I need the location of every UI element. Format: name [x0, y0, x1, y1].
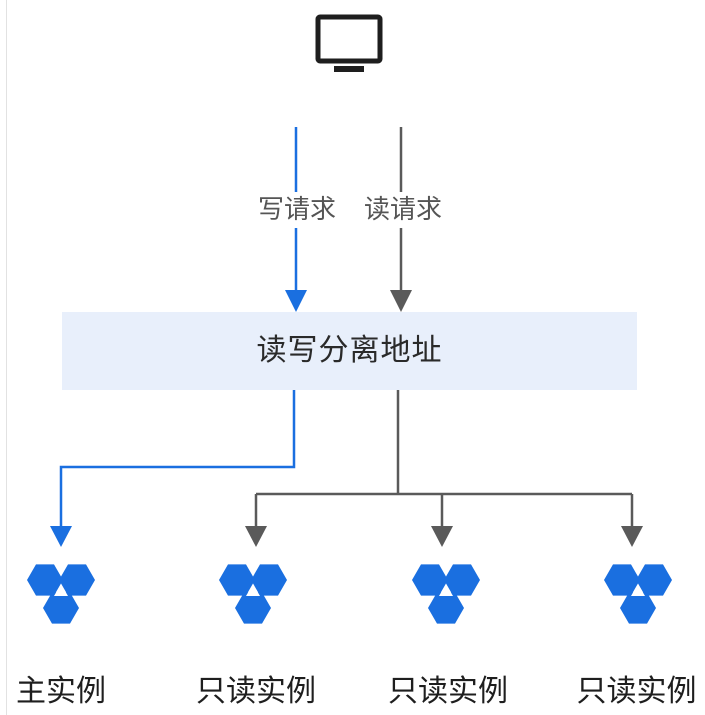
- instance-center-mark: [54, 584, 68, 596]
- instance-hexagon: [412, 564, 448, 596]
- db-instance-icon-2: [412, 564, 480, 624]
- instance-hexagon: [604, 564, 640, 596]
- instance-hexagon: [636, 564, 672, 596]
- instance-center-mark: [246, 584, 260, 596]
- readonly-instance-label-2: 只读实例: [388, 674, 508, 709]
- left-border-line: [6, 0, 7, 715]
- instance-hexagon: [59, 564, 95, 596]
- instance-center-mark: [631, 584, 645, 596]
- read-route-to-readonly: [245, 390, 643, 547]
- readonly-instance-label-3: 只读实例: [576, 674, 697, 709]
- db-instance-icon-0: [27, 564, 95, 624]
- write-request-label: 写请求: [256, 192, 339, 228]
- instance-hexagon: [620, 592, 656, 624]
- primary-instance-label: 主实例: [16, 674, 106, 709]
- instance-hexagon: [428, 592, 464, 624]
- instance-center-mark: [439, 584, 453, 596]
- read-request-label: 读请求: [362, 192, 445, 228]
- instance-hexagon: [27, 564, 63, 596]
- write-route-to-primary: [50, 390, 296, 547]
- instance-hexagon: [219, 564, 255, 596]
- readonly-instance-label-1: 只读实例: [196, 674, 316, 709]
- db-instance-icon-3: [604, 564, 672, 624]
- instance-hexagon: [251, 564, 287, 596]
- monitor-icon: [315, 14, 383, 72]
- proxy-address-label: 读写分离地址: [256, 333, 443, 368]
- db-instance-icon-1: [219, 564, 287, 624]
- proxy-address-box: [62, 312, 637, 390]
- instance-icons: [27, 564, 672, 624]
- instance-hexagon: [444, 564, 480, 596]
- instance-hexagon: [43, 592, 79, 624]
- instance-hexagon: [235, 592, 271, 624]
